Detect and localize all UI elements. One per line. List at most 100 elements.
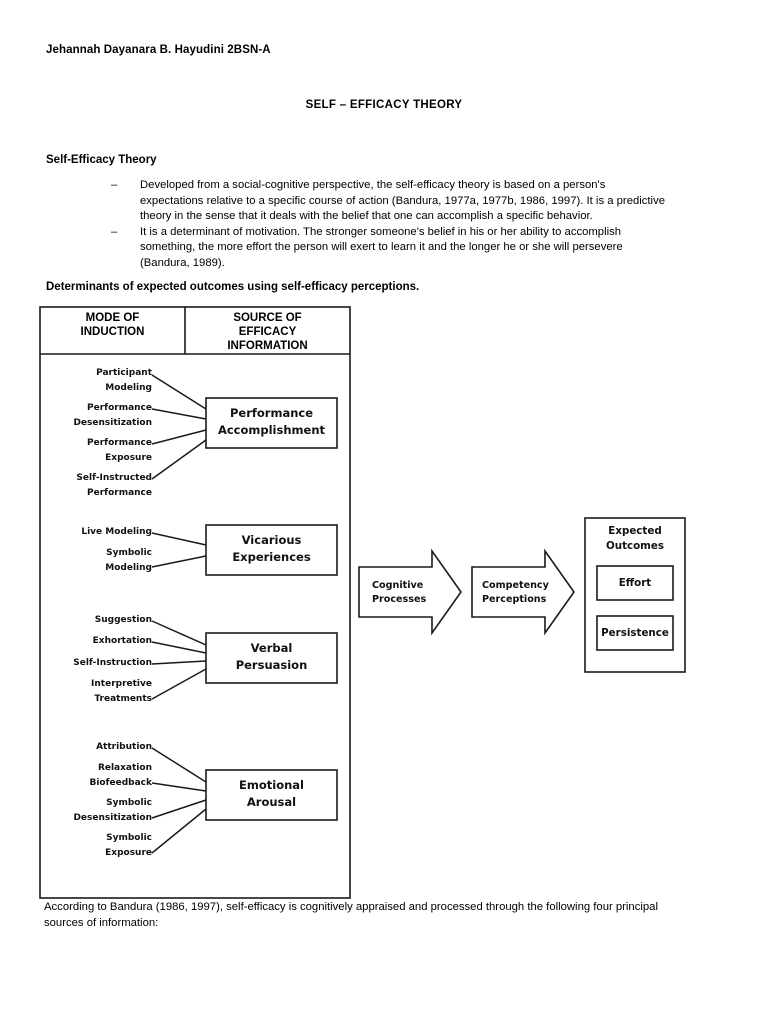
table-header-mode-of-induction: MODE OF INDUCTION — [40, 311, 185, 339]
label-line: Exposure — [105, 452, 152, 463]
label-line: Symbolic — [106, 833, 152, 843]
expected-outcomes-box — [584, 517, 686, 673]
outcome-label-persistence: Persistence — [601, 627, 669, 639]
label-line: Suggestion — [94, 615, 152, 625]
student-name: Jehannah Dayanara B. Hayudini 2BSN-A — [46, 44, 271, 56]
label-line: Desensitization — [73, 417, 152, 428]
box-line: Emotional — [239, 778, 304, 792]
label-line: Interpretive — [91, 679, 152, 689]
header-line: SOURCE OF — [233, 312, 302, 324]
connector-line — [151, 620, 207, 646]
label-line: Attribution — [96, 742, 152, 752]
box-line: Experiences — [232, 550, 311, 564]
label-line: Modeling — [105, 562, 152, 573]
connector-line — [151, 668, 207, 700]
arrow-line: Perceptions — [482, 593, 547, 605]
arrow-line: Processes — [372, 593, 427, 605]
connector-line — [151, 555, 207, 568]
arrow-label-competency-perceptions: Competency Perceptions — [482, 579, 549, 606]
connector-line — [151, 660, 207, 665]
connector-line — [151, 747, 207, 783]
source-box-emotional-arousal — [205, 769, 338, 821]
header-line: MODE OF — [85, 312, 140, 324]
connector-line — [151, 782, 207, 792]
source-label-vicarious-experiences: Vicarious Experiences — [206, 532, 337, 566]
source-box-performance-accomplishment — [205, 397, 338, 449]
connector-line — [151, 808, 207, 854]
source-box-verbal-persuasion — [205, 632, 338, 684]
mode-label-symbolic-desensitization: Symbolic Desensitization — [0, 796, 152, 825]
label-line: Exposure — [105, 847, 152, 858]
connector-line — [151, 429, 207, 445]
connector-line — [151, 641, 207, 654]
source-label-performance-accomplishment: Performance Accomplishment — [206, 405, 337, 439]
outcome-line: Outcomes — [605, 540, 665, 552]
header-line: EFFICACY — [238, 326, 297, 338]
mode-label-self-instructed-performance: Self-Instructed Performance — [0, 471, 152, 500]
label-line: Desensitization — [73, 812, 152, 823]
mode-label-exhortation: Exhortation — [0, 634, 152, 649]
label-line: Treatments — [94, 693, 152, 704]
label-line: Performance — [87, 403, 152, 413]
mode-label-participant-modeling: Participant Modeling — [0, 366, 152, 395]
label-line: Symbolic — [106, 798, 152, 808]
list-item: – Developed from a social-cognitive pers… — [108, 178, 668, 225]
source-label-emotional-arousal: Emotional Arousal — [206, 777, 337, 811]
outcome-box-persistence — [596, 615, 674, 651]
list-item: – It is a determinant of motivation. The… — [108, 225, 668, 272]
label-line: Performance — [87, 438, 152, 448]
label-line: Relaxation — [97, 763, 152, 773]
bullet-marker: – — [111, 179, 118, 191]
arrow-line: Competency — [482, 580, 549, 591]
box-line: Persuasion — [235, 658, 308, 672]
mode-label-symbolic-modeling: Symbolic Modeling — [0, 546, 152, 575]
arrow-line: Cognitive — [372, 580, 424, 591]
connector-line — [151, 532, 207, 546]
mode-label-interpretive-treatments: Interpretive Treatments — [0, 677, 152, 706]
label-line: Symbolic — [106, 548, 152, 558]
box-line: Arousal — [246, 795, 297, 809]
bullet-text: It is a determinant of motivation. The s… — [140, 225, 623, 269]
box-line: Verbal — [250, 641, 293, 655]
label-line: Exhortation — [92, 636, 152, 646]
mode-label-self-instruction: Self-Instruction — [0, 656, 152, 671]
outcome-line: Expected — [608, 525, 662, 537]
label-line: Self-Instruction — [73, 658, 152, 668]
header-line: INDUCTION — [80, 326, 145, 338]
mode-label-suggestion: Suggestion — [0, 613, 152, 628]
connector-line — [151, 374, 207, 410]
label-line: Participant — [96, 368, 152, 378]
label-line: Biofeedback — [89, 777, 152, 788]
source-box-vicarious-experiences — [205, 524, 338, 576]
expected-outcomes-title: Expected Outcomes — [585, 524, 685, 554]
table-frame — [39, 306, 351, 899]
arrow-competency-perceptions — [471, 548, 575, 636]
bullet-marker: – — [111, 225, 118, 238]
box-line: Accomplishment — [217, 423, 326, 437]
footer-note: According to Bandura (1986, 1997), self-… — [44, 901, 658, 929]
table-header-source-of-efficacy-information: SOURCE OF EFFICACY INFORMATION — [185, 311, 350, 353]
outcome-label-effort: Effort — [618, 577, 652, 589]
arrow-label-cognitive-processes: Cognitive Processes — [372, 579, 426, 606]
source-label-verbal-persuasion: Verbal Persuasion — [206, 640, 337, 674]
mode-label-attribution: Attribution — [0, 740, 152, 755]
determinants-caption: Determinants of expected outcomes using … — [46, 281, 420, 293]
connector-line — [151, 439, 207, 480]
mode-label-performance-desensitization: Performance Desensitization — [0, 401, 152, 430]
mode-label-relaxation-biofeedback: Relaxation Biofeedback — [0, 761, 152, 790]
label-line: Self-Instructed — [76, 473, 152, 483]
label-line: Modeling — [105, 382, 152, 393]
header-line: INFORMATION — [227, 340, 308, 352]
arrow-cognitive-processes — [358, 548, 462, 636]
bullet-list: – Developed from a social-cognitive pers… — [108, 178, 668, 272]
bullet-text: Developed from a social-cognitive perspe… — [140, 179, 665, 223]
document-title: SELF – EFFICACY THEORY — [305, 99, 463, 111]
connector-line — [151, 408, 207, 420]
box-line: Vicarious — [241, 533, 302, 547]
connector-line — [151, 799, 207, 819]
mode-label-symbolic-exposure: Symbolic Exposure — [0, 831, 152, 860]
mode-label-live-modeling: Live Modeling — [0, 525, 152, 540]
label-line: Live Modeling — [81, 527, 152, 537]
mode-label-performance-exposure: Performance Exposure — [0, 436, 152, 465]
